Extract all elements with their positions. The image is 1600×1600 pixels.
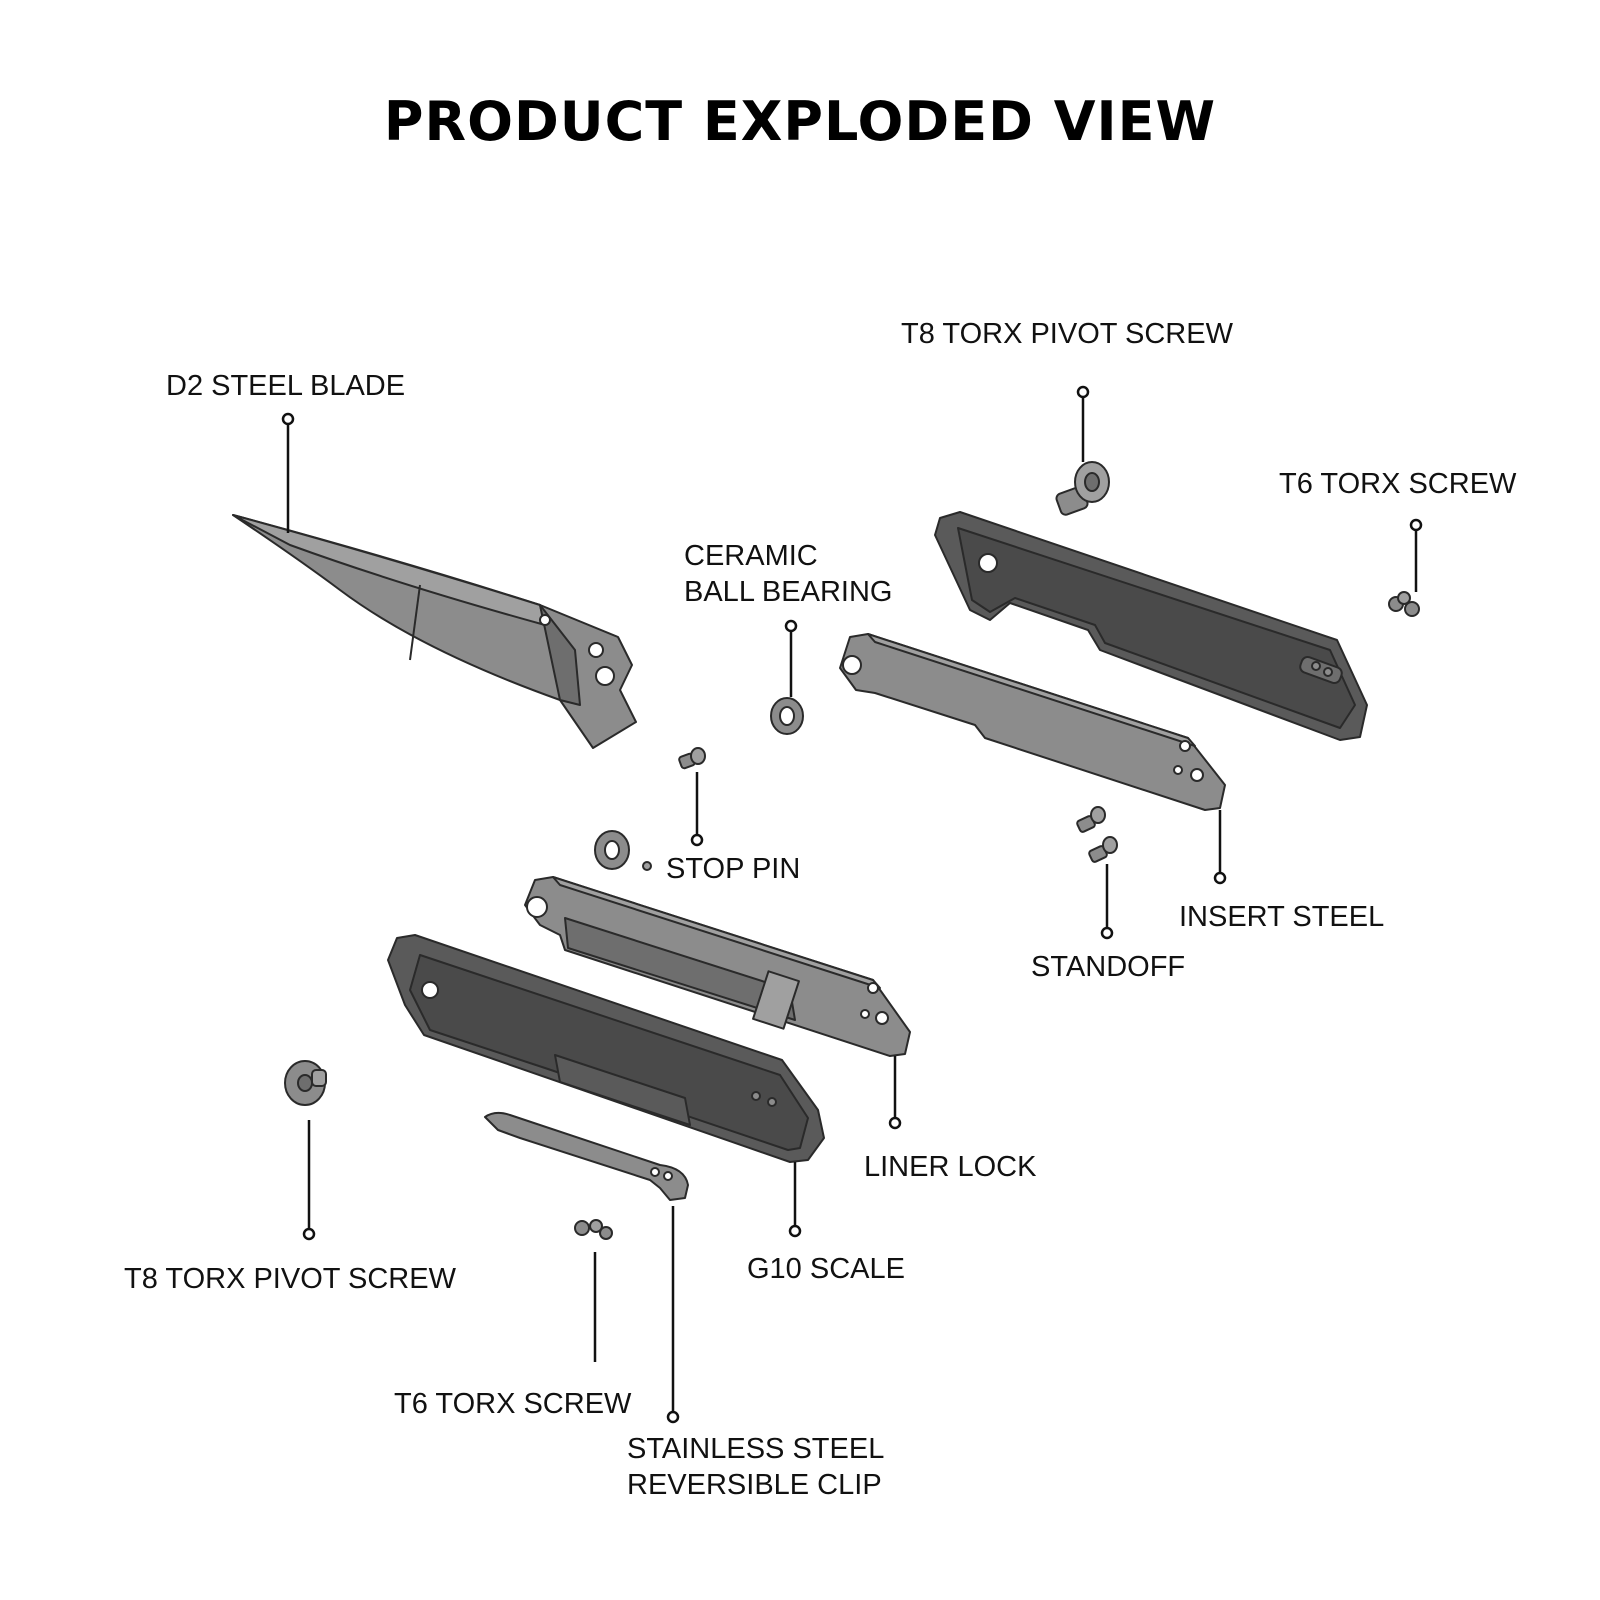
t6-torx-screw-top (1388, 591, 1420, 617)
g10-scale-front (387, 934, 825, 1163)
label-d2-steel-blade: D2 STEEL BLADE (166, 370, 405, 402)
ceramic-ball-bearing (770, 697, 804, 735)
label-ceramic-line2: BALL BEARING (684, 576, 892, 608)
t8-pivot-screw-top (1055, 461, 1110, 516)
leader-lines (281, 385, 1423, 1424)
insert-steel (839, 633, 1226, 811)
label-liner-lock: LINER LOCK (864, 1151, 1037, 1183)
label-t8-pivot-screw-top: T8 TORX PIVOT SCREW (901, 318, 1234, 350)
label-clip-line1: STAINLESS STEEL (627, 1433, 884, 1465)
label-stop-pin: STOP PIN (666, 853, 800, 885)
label-insert-steel: INSERT STEEL (1179, 901, 1384, 933)
ceramic-ball-bearing-washer (594, 830, 652, 871)
label-g10-scale: G10 SCALE (747, 1253, 905, 1285)
t6-torx-screw-bottom (574, 1219, 613, 1240)
label-standoff: STANDOFF (1031, 951, 1185, 983)
stop-pin (678, 747, 706, 770)
label-ceramic-line1: CERAMIC (684, 540, 818, 572)
g10-scale-back (934, 511, 1368, 741)
label-clip-line2: REVERSIBLE CLIP (627, 1469, 882, 1501)
stainless-steel-reversible-clip (484, 1111, 689, 1201)
t8-pivot-screw-bottom (284, 1060, 327, 1106)
liner-lock (524, 876, 911, 1057)
page-title: PRODUCT EXPLODED VIEW (384, 90, 1216, 153)
label-t6-torx-screw-bottom: T6 TORX SCREW (394, 1388, 632, 1420)
standoff (1076, 806, 1118, 863)
label-t8-pivot-screw-bottom: T8 TORX PIVOT SCREW (124, 1263, 457, 1295)
label-t6-torx-screw-top: T6 TORX SCREW (1279, 468, 1517, 500)
d2-steel-blade (232, 514, 637, 749)
